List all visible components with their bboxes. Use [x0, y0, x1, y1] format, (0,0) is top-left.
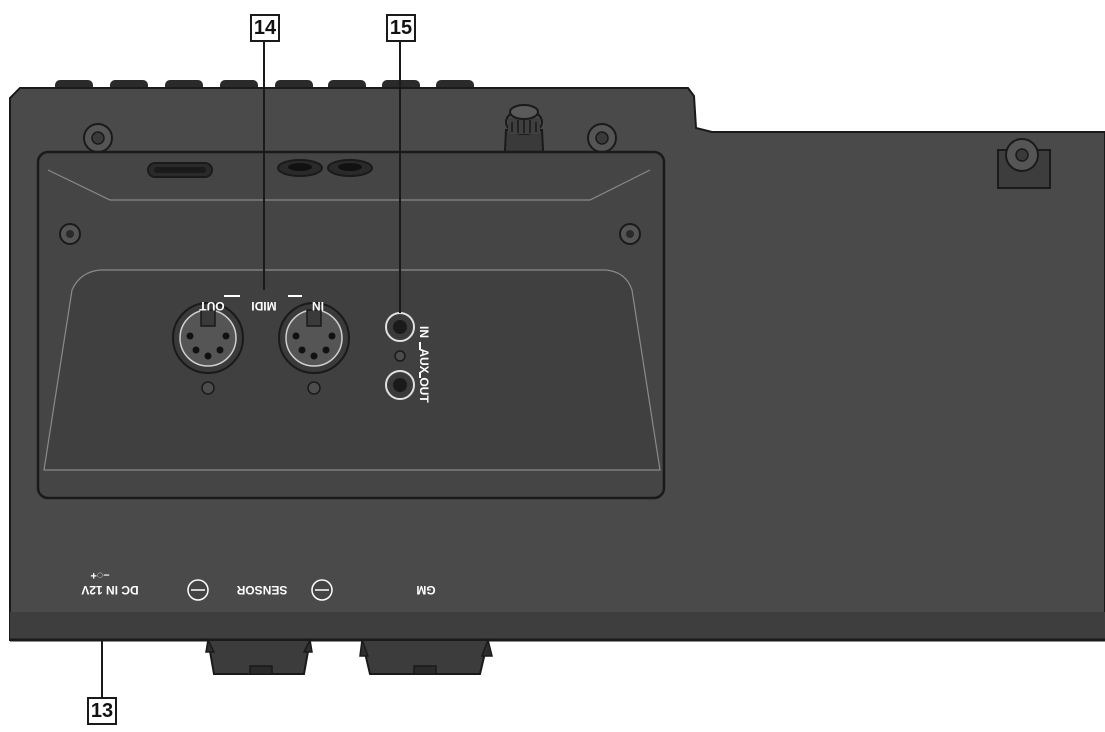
midi-in-connector — [278, 302, 350, 374]
aux-in-jack — [385, 312, 415, 342]
connector-panel-inner — [43, 269, 661, 471]
callout-15: 15 — [386, 14, 416, 42]
panel-screw-left — [59, 223, 81, 245]
dc-polarity-label: –◌+ — [90, 569, 109, 581]
midi-out-screw — [201, 381, 215, 395]
panel-screw-right — [619, 223, 641, 245]
midi-out-connector — [172, 302, 244, 374]
dc-in-label: DC IN 12V — [81, 583, 138, 597]
phones-jack-1 — [277, 159, 323, 177]
callout-14: 14 — [250, 14, 280, 42]
screw-top-right — [997, 138, 1051, 189]
aux-in-label: IN — [417, 326, 431, 338]
aux-label: AUX — [417, 348, 431, 373]
midi-label: MIDI — [251, 299, 276, 313]
sensor-screw-right — [311, 579, 333, 601]
aux-out-label: OUT — [417, 377, 431, 403]
midi-out-label: OUT — [199, 299, 225, 313]
sensor-connector — [205, 637, 313, 675]
usb-port — [147, 162, 213, 178]
midi-in-screw — [307, 381, 321, 395]
screw-top-left — [83, 123, 113, 153]
screw-top-center — [587, 123, 617, 153]
aux-out-jack — [385, 370, 415, 400]
gm-connector — [359, 637, 493, 675]
sensor-label: SENSOR — [236, 583, 287, 597]
sensor-screw-left — [187, 579, 209, 601]
aux-screw — [394, 350, 406, 362]
callout-13: 13 — [87, 697, 117, 725]
device-bottom-edge — [10, 612, 1105, 640]
phones-jack-2 — [327, 159, 373, 177]
midi-in-label: IN — [312, 299, 324, 313]
connector-panel-bevel — [47, 169, 651, 201]
gm-label: GM — [416, 583, 435, 597]
